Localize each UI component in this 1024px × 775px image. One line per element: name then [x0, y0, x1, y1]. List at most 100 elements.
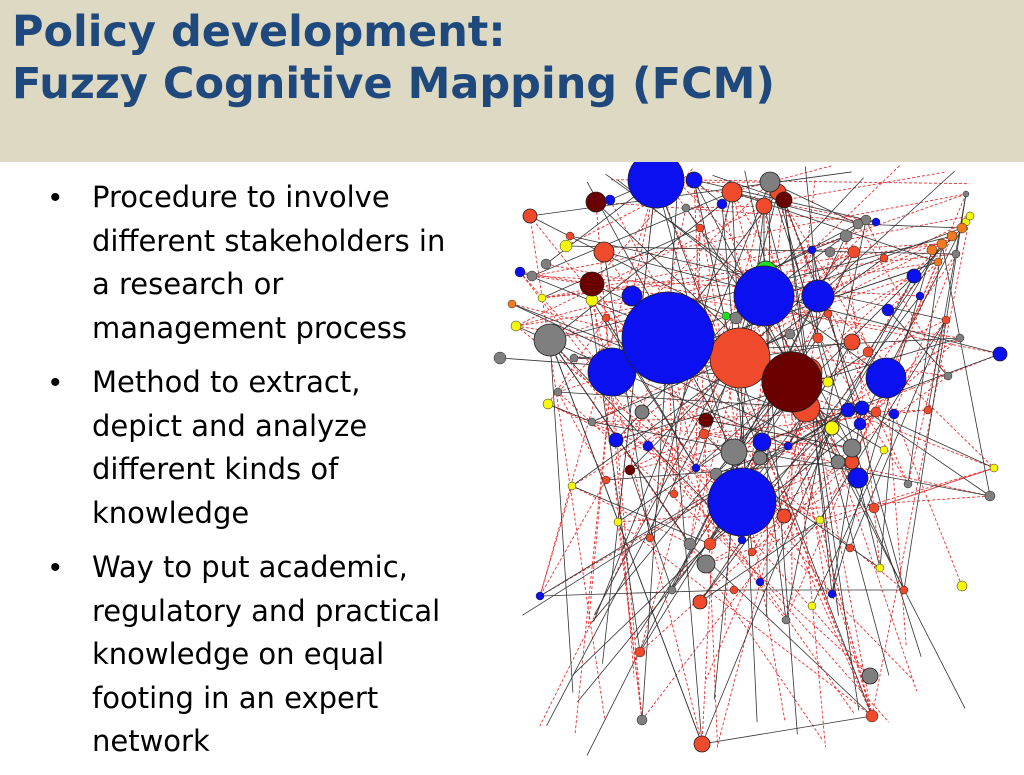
network-node [668, 586, 676, 594]
black-edge [690, 544, 872, 716]
bullet-glyph: • [50, 361, 61, 404]
bullet-item: • Method to extract, depict and analyze … [50, 361, 490, 535]
bullet-line: network [92, 720, 490, 764]
network-node [609, 433, 623, 447]
network-node [696, 224, 704, 232]
network-node [508, 300, 516, 308]
network-node [614, 518, 622, 526]
network-node [952, 250, 960, 258]
network-node [699, 413, 713, 427]
network-node [684, 538, 696, 550]
network-node [848, 468, 868, 488]
bullet-line: knowledge [92, 492, 490, 536]
network-node [570, 354, 578, 362]
network-node [694, 736, 710, 752]
network-node [966, 212, 974, 220]
network-node [880, 446, 888, 454]
network-node [515, 267, 525, 277]
network-node [527, 271, 537, 281]
network-node [777, 509, 791, 523]
network-node [588, 418, 596, 426]
network-node [580, 272, 604, 296]
black-edge [702, 716, 872, 744]
network-node [756, 578, 764, 586]
network-node [889, 409, 899, 419]
network-node [907, 269, 921, 283]
network-node [776, 192, 792, 208]
network-node [863, 347, 873, 357]
network-node [947, 231, 957, 241]
network-node [880, 254, 888, 262]
network-node [828, 590, 836, 598]
bullet-line: Method to extract, [92, 361, 490, 405]
network-node [748, 548, 756, 556]
network-node [785, 329, 795, 339]
network-node [637, 715, 647, 725]
network-node [816, 516, 824, 524]
network-node [635, 405, 649, 419]
network-node [846, 544, 854, 552]
network-node [957, 581, 967, 591]
network-node [710, 328, 770, 388]
network-node [523, 209, 537, 223]
bullet-item: • Procedure to involve different stakeho… [50, 176, 490, 350]
network-node [808, 602, 816, 610]
bullet-line: Way to put academic, [92, 546, 490, 590]
network-node [586, 192, 606, 212]
network-node [904, 480, 912, 488]
network-node [566, 232, 574, 240]
network-node [862, 668, 878, 684]
network-node [693, 595, 707, 609]
network-node [993, 347, 1007, 361]
network-node [560, 240, 572, 252]
network-node [753, 451, 767, 465]
network-node [824, 310, 832, 318]
network-node [717, 199, 727, 209]
network-node [756, 198, 772, 214]
network-node [825, 247, 835, 257]
network-node [916, 292, 924, 300]
network-node [937, 239, 947, 249]
network-node [722, 312, 730, 320]
network-node [848, 246, 860, 258]
network-node [927, 245, 937, 255]
network-node [738, 536, 746, 544]
network-node [924, 406, 932, 414]
network-node [963, 191, 969, 197]
network-node [876, 564, 884, 572]
network-node [782, 616, 790, 624]
network-node [813, 333, 823, 343]
network-node [784, 442, 792, 450]
dashed-red-edge [784, 516, 872, 716]
fcm-network-graph [490, 162, 1014, 768]
network-node [844, 334, 860, 350]
bullet-line: different stakeholders in [92, 220, 490, 264]
network-node [934, 258, 942, 266]
network-node [760, 172, 780, 192]
bullet-line: regulatory and practical [92, 590, 490, 634]
slide-title: Policy development: Fuzzy Cognitive Mapp… [12, 6, 775, 110]
network-node [944, 372, 952, 380]
network-node [734, 266, 794, 326]
network-node [866, 358, 906, 398]
network-node [843, 439, 861, 457]
black-edge [858, 478, 880, 568]
black-edge [630, 470, 672, 590]
black-edge [832, 408, 862, 594]
network-node [841, 403, 855, 417]
bullet-list: • Procedure to involve different stakeho… [50, 176, 490, 775]
network-node [708, 468, 776, 536]
network-node [511, 321, 521, 331]
network-node [699, 429, 709, 439]
bullet-line: different kinds of [92, 448, 490, 492]
network-node [594, 242, 614, 262]
network-node [605, 195, 615, 205]
bullet-item: • Way to put academic, regulatory and pr… [50, 546, 490, 764]
bullet-line: depict and analyze [92, 405, 490, 449]
bullet-line: knowledge on equal [92, 633, 490, 677]
network-node [853, 219, 863, 229]
network-node [990, 464, 998, 472]
network-node [869, 503, 879, 513]
network-node [721, 439, 747, 465]
network-node [686, 172, 702, 188]
